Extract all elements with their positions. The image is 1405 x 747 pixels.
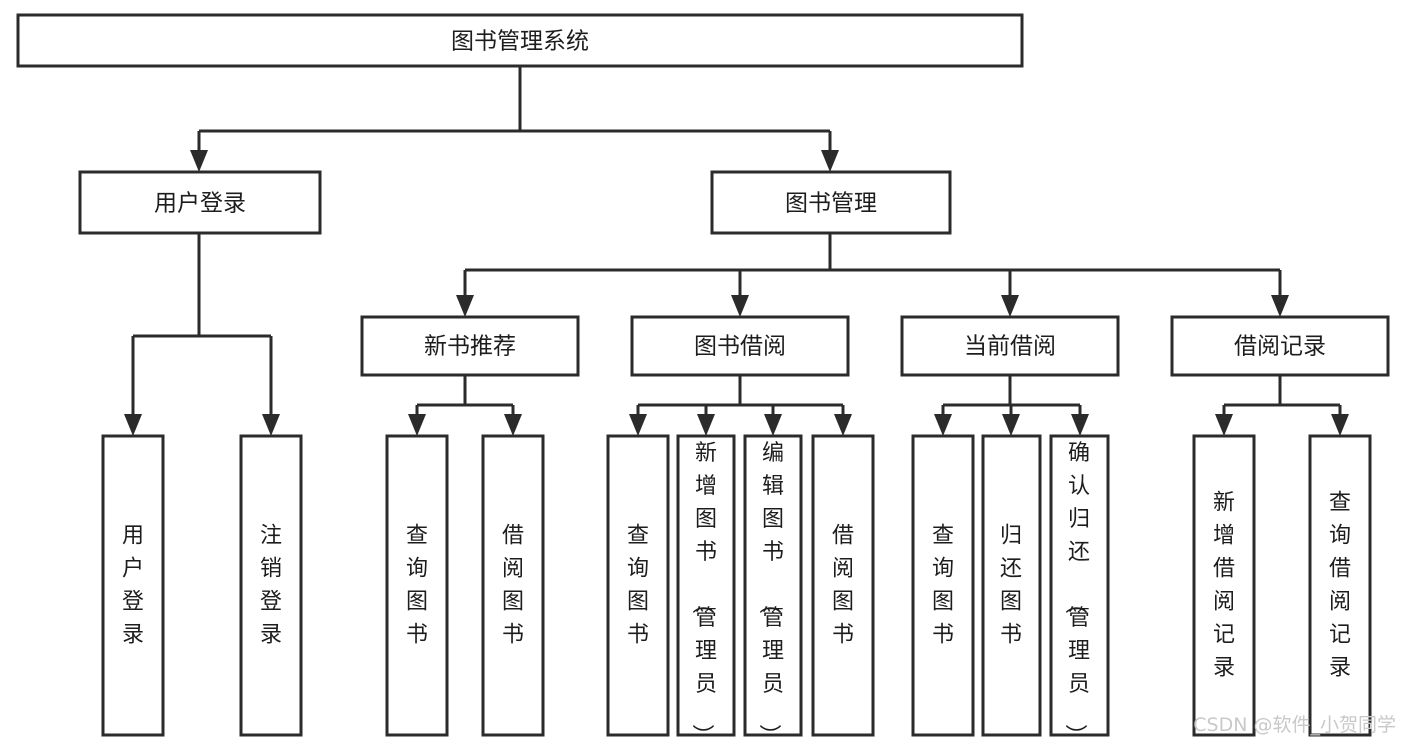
leaf-confirm-return-label: 确认归还（管理员）: [1062, 441, 1090, 746]
arrow-head-borrow-record: [1271, 295, 1289, 317]
arrow-head-leaf-add-record: [1215, 414, 1233, 436]
node-borrow-record-label: 借阅记录: [1234, 334, 1326, 360]
leaf-query-borrow-record-label: 查询借阅记录: [1329, 491, 1351, 681]
node-new-book-recommend-box[interactable]: [360, 315, 580, 377]
leaf-add-borrow-record[interactable]: 新增借阅记录: [1192, 434, 1256, 737]
node-root-label: 图书管理系统: [451, 29, 589, 55]
leaf-add-book[interactable]: 新增图书（管理员）: [676, 434, 736, 746]
node-current-borrow[interactable]: 当前借阅: [900, 315, 1120, 377]
node-current-borrow-label: 当前借阅: [964, 334, 1056, 360]
leaf-add-book-label: 新增图书（管理员）: [689, 441, 717, 746]
leaf-logout-label: 注销登录: [260, 524, 282, 648]
leaf-logout-box[interactable]: [239, 434, 303, 737]
leaf-query-book-borrow-box[interactable]: [606, 434, 670, 737]
leaf-query-borrow-record[interactable]: 查询借阅记录: [1308, 434, 1372, 737]
arrow-head-leaf-edit-book: [764, 414, 782, 436]
leaf-borrow-book-recommend-label: 借阅图书: [502, 524, 524, 648]
leaf-add-borrow-record-box[interactable]: [1192, 434, 1256, 737]
leaf-add-borrow-record-label: 新增借阅记录: [1213, 491, 1235, 681]
leaf-query-book-recommend-box[interactable]: [385, 434, 449, 737]
leaf-edit-book[interactable]: 编辑图书（管理员）: [743, 434, 803, 746]
leaf-query-book-current-box[interactable]: [911, 434, 975, 737]
node-new-book-recommend[interactable]: 新书推荐: [360, 315, 580, 377]
leaf-return-book-box[interactable]: [981, 434, 1042, 737]
leaf-user-login[interactable]: 用户登录: [101, 434, 165, 737]
arrow-head-leaf-query-book-2: [629, 414, 647, 436]
leaf-borrow-book-recommend-box[interactable]: [481, 434, 545, 737]
leaf-query-book-borrow[interactable]: 查询图书: [606, 434, 670, 737]
leaf-query-book-current[interactable]: 查询图书: [911, 434, 975, 737]
leaf-borrow-book-recommend[interactable]: 借阅图书: [481, 434, 545, 737]
node-book-management-label: 图书管理: [785, 191, 877, 217]
arrow-head-book-borrow: [731, 295, 749, 317]
connector-layer: [124, 66, 1349, 436]
leaf-query-borrow-record-box[interactable]: [1308, 434, 1372, 737]
node-borrow-record-box[interactable]: [1170, 315, 1390, 377]
arrow-head-leaf-query-record: [1331, 414, 1349, 436]
arrow-head-leaf-confirm-return: [1071, 414, 1089, 436]
csdn-watermark: CSDN @软件_小贺同学: [1193, 714, 1396, 736]
arrow-head-leaf-return-book: [1002, 414, 1020, 436]
arrow-head-leaf-query-book-3: [934, 414, 952, 436]
node-current-borrow-box[interactable]: [900, 315, 1120, 377]
arrow-head-current-borrow: [1001, 295, 1019, 317]
leaf-user-login-label: 用户登录: [122, 524, 144, 648]
leaf-logout[interactable]: 注销登录: [239, 434, 303, 737]
node-user-login-label: 用户登录: [154, 191, 246, 217]
arrow-head-new-book: [456, 295, 474, 317]
node-root-box[interactable]: [16, 13, 1024, 68]
leaf-borrow-book[interactable]: 借阅图书: [811, 434, 875, 737]
leaf-query-book-recommend[interactable]: 查询图书: [385, 434, 449, 737]
arrow-head-user-login: [190, 150, 208, 172]
leaf-query-book-current-label: 查询图书: [932, 524, 954, 648]
leaf-confirm-return-box[interactable]: [1049, 434, 1110, 737]
node-user-login[interactable]: 用户登录: [78, 170, 322, 235]
arrow-head-book-mgmt: [821, 150, 839, 172]
node-book-borrow-label: 图书借阅: [694, 334, 786, 360]
arrow-head-leaf-borrow-book-2: [834, 414, 852, 436]
arrow-head-leaf-logout: [262, 414, 280, 436]
leaf-edit-book-label: 编辑图书（管理员）: [756, 441, 784, 746]
node-book-management[interactable]: 图书管理: [710, 170, 952, 235]
leaf-confirm-return[interactable]: 确认归还（管理员）: [1049, 434, 1110, 746]
node-root-book-management-system[interactable]: 图书管理系统: [16, 13, 1024, 68]
leaf-add-book-box[interactable]: [676, 434, 736, 737]
leaf-borrow-book-box[interactable]: [811, 434, 875, 737]
node-borrow-record[interactable]: 借阅记录: [1170, 315, 1390, 377]
leaf-query-book-borrow-label: 查询图书: [627, 524, 649, 648]
arrow-head-leaf-borrow-book-1: [504, 414, 522, 436]
arrow-head-leaf-query-book-1: [408, 414, 426, 436]
node-book-borrow-box[interactable]: [630, 315, 850, 377]
arrow-head-leaf-add-book: [697, 414, 715, 436]
leaf-edit-book-box[interactable]: [743, 434, 803, 737]
leaf-return-book[interactable]: 归还图书: [981, 434, 1042, 737]
leaf-query-book-recommend-label: 查询图书: [406, 524, 428, 648]
node-book-management-box[interactable]: [710, 170, 952, 235]
leaf-borrow-book-label: 借阅图书: [832, 524, 854, 648]
node-book-borrow[interactable]: 图书借阅: [630, 315, 850, 377]
node-new-book-recommend-label: 新书推荐: [424, 334, 516, 360]
node-user-login-box[interactable]: [78, 170, 322, 235]
arrow-head-leaf-user-login: [124, 414, 142, 436]
leaf-user-login-box[interactable]: [101, 434, 165, 737]
leaf-return-book-label: 归还图书: [1000, 524, 1022, 648]
